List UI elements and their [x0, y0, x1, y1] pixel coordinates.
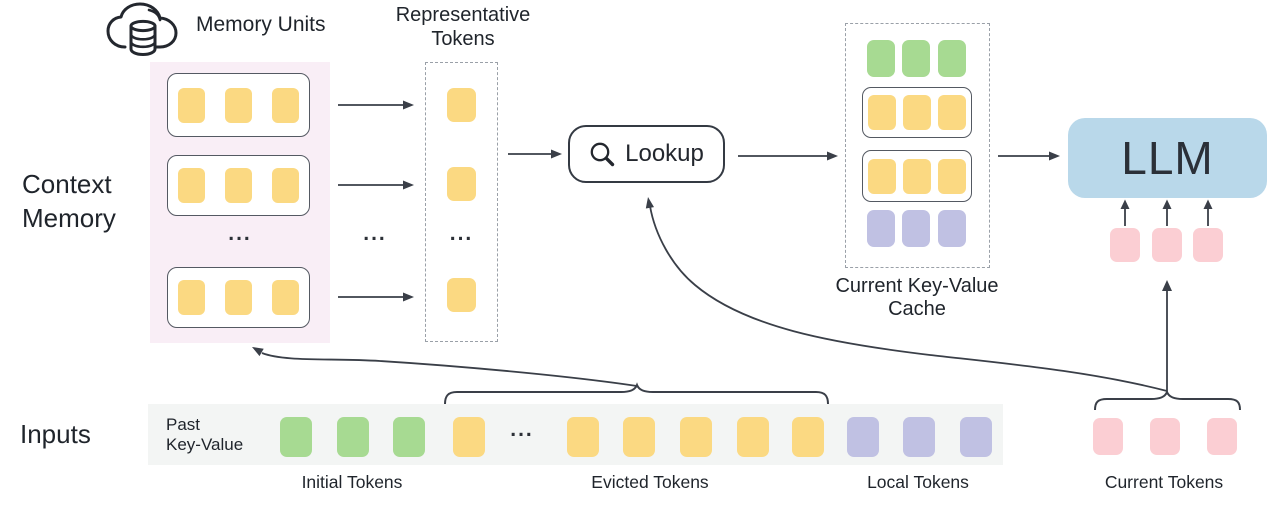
cache-memory-unit	[862, 87, 972, 138]
memory-unit	[167, 73, 310, 137]
input-token-initial	[280, 417, 312, 457]
memory-token	[225, 168, 252, 203]
local-tokens-label: Local Tokens	[867, 472, 969, 492]
memory-token	[178, 168, 205, 203]
cache-to-llm-arrow	[998, 151, 1060, 161]
representative-tokens-label: Representative Tokens	[383, 3, 543, 51]
past-key-value-label-line2: Key-Value	[166, 435, 244, 454]
llm-input-token	[1193, 228, 1223, 262]
past-key-value-label-line1: Past	[166, 415, 201, 434]
context-memory-label-line1: Context	[22, 169, 112, 199]
lookup-label: Lookup	[625, 140, 704, 167]
current-tokens-label: Current Tokens	[1104, 472, 1224, 492]
representative-token	[447, 88, 476, 122]
past-key-value-label: Past Key-Value	[166, 415, 243, 455]
input-token-local	[847, 417, 879, 457]
llm-box: LLM	[1068, 118, 1267, 198]
lookup-to-cache-arrow	[738, 151, 838, 161]
cache-memory-token	[868, 95, 896, 130]
cache-memory-token	[903, 95, 931, 130]
input-token-evicted	[792, 417, 824, 457]
cache-local-token	[867, 210, 895, 247]
current-tokens-brace	[1094, 389, 1241, 411]
memory-units-label: Memory Units	[196, 13, 326, 36]
representative-to-lookup-arrow	[508, 149, 562, 159]
llm-label: LLM	[1121, 132, 1214, 184]
representative-tokens-ellipsis: ...	[449, 222, 474, 245]
input-token-initial	[393, 417, 425, 457]
token-to-llm-arrow	[1162, 199, 1172, 226]
cache-initial-token	[938, 40, 966, 77]
llm-input-token	[1110, 228, 1140, 262]
memory-to-representative-arrow	[338, 100, 414, 110]
memory-token	[272, 87, 299, 123]
input-token-current	[1207, 418, 1237, 455]
current-kv-cache-label-line2: Cache	[888, 298, 946, 320]
memory-token	[178, 87, 205, 123]
input-token-initial	[337, 417, 369, 457]
cache-memory-token	[903, 158, 931, 194]
cache-local-token	[938, 210, 966, 247]
representative-tokens-box	[425, 62, 498, 342]
lookup-button: Lookup	[568, 125, 725, 183]
representative-tokens-label-line1: Representative	[395, 4, 531, 26]
cache-memory-token	[938, 158, 966, 194]
arrows-ellipsis: ...	[363, 222, 387, 245]
cache-memory-token	[868, 158, 896, 194]
inputs-label: Inputs	[20, 419, 91, 449]
cache-memory-unit	[862, 150, 972, 202]
input-token-current	[1150, 418, 1180, 455]
representative-token	[447, 167, 476, 201]
evicted-to-memory-curve	[252, 347, 638, 387]
input-token-evicted	[737, 417, 769, 457]
input-token-evicted	[680, 417, 712, 457]
cache-initial-token	[902, 40, 930, 77]
input-token-evicted	[567, 417, 599, 457]
token-to-llm-arrow	[1120, 199, 1130, 226]
memory-token	[272, 280, 299, 315]
representative-tokens-label-line2: Tokens	[431, 28, 495, 50]
cache-local-token	[902, 210, 930, 247]
memory-unit	[167, 267, 310, 328]
context-memory-label: Context Memory	[22, 167, 116, 235]
cloud-database-icon	[102, 1, 184, 59]
input-token-local	[960, 417, 992, 457]
input-token-evicted	[453, 417, 485, 457]
current-kv-cache-label: Current Key-Value Cache	[822, 275, 1012, 321]
initial-tokens-label: Initial Tokens	[301, 472, 403, 492]
llm-input-token	[1152, 228, 1182, 262]
cache-initial-token	[867, 40, 895, 77]
memory-token	[225, 280, 252, 315]
evicted-tokens-label: Evicted Tokens	[591, 472, 709, 492]
input-strip-ellipsis: ...	[510, 418, 534, 441]
token-to-llm-arrow	[1203, 199, 1213, 226]
memory-to-representative-arrow	[338, 292, 414, 302]
representative-token	[447, 278, 476, 312]
cache-memory-token	[938, 95, 966, 130]
current-tokens-up-arrow	[1162, 280, 1172, 393]
memory-to-representative-arrow	[338, 180, 414, 190]
memory-units-ellipsis: ...	[228, 222, 252, 245]
memory-unit	[167, 155, 310, 216]
context-memory-label-line2: Memory	[22, 203, 116, 233]
evicted-tokens-brace	[444, 382, 829, 405]
input-token-current	[1093, 418, 1123, 455]
input-token-evicted	[623, 417, 655, 457]
input-token-local	[903, 417, 935, 457]
memory-token	[178, 280, 205, 315]
memory-token	[225, 87, 252, 123]
memory-token	[272, 168, 299, 203]
magnifier-icon	[590, 142, 615, 166]
current-kv-cache-label-line1: Current Key-Value	[835, 275, 999, 297]
